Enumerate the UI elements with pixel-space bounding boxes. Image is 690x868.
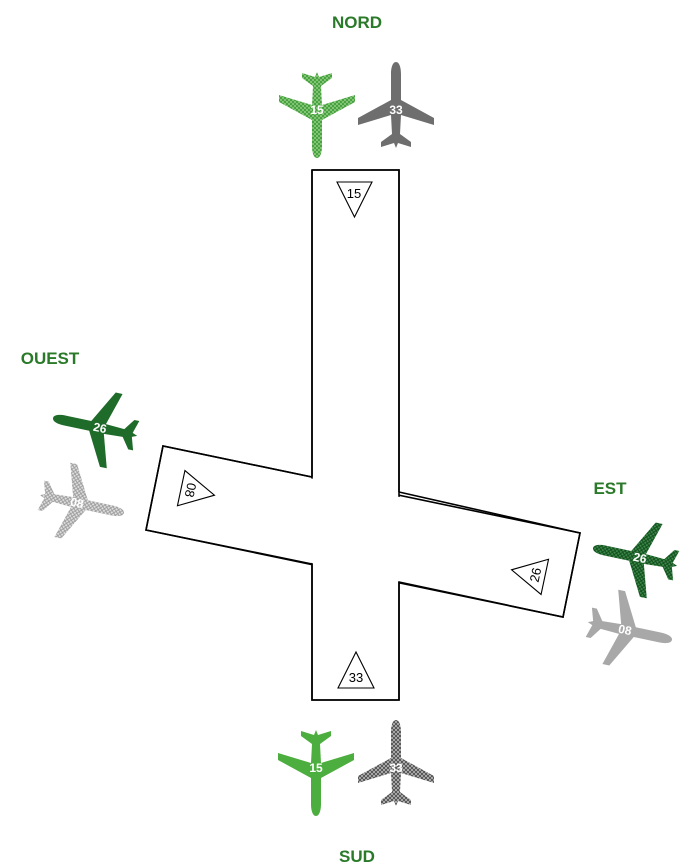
- svg-text:33: 33: [389, 103, 403, 117]
- airplane-icon: 33: [358, 62, 434, 148]
- svg-text:08: 08: [617, 622, 633, 639]
- svg-text:26: 26: [632, 550, 648, 567]
- marking-08: 08: [176, 469, 216, 507]
- label-east: EST: [593, 479, 627, 498]
- svg-text:33: 33: [389, 761, 403, 775]
- airplane-icon: 26: [45, 380, 146, 474]
- label-south: SUD: [339, 847, 375, 866]
- marking-33: 33: [337, 650, 375, 689]
- svg-text:08: 08: [69, 495, 85, 512]
- label-north: NORD: [332, 13, 382, 32]
- svg-text:15: 15: [347, 186, 361, 201]
- airplane-icon: 08: [31, 457, 132, 551]
- svg-text:26: 26: [527, 566, 545, 583]
- airplane-icon: 08: [579, 584, 680, 678]
- airplane-icon: 15: [278, 730, 354, 816]
- marking-26: 26: [510, 558, 550, 596]
- svg-text:26: 26: [92, 420, 108, 437]
- airplane-icon: 15: [279, 72, 355, 158]
- svg-text:33: 33: [349, 670, 363, 685]
- svg-text:15: 15: [310, 103, 324, 117]
- svg-text:08: 08: [182, 481, 200, 498]
- svg-text:15: 15: [309, 761, 323, 775]
- label-west: OUEST: [21, 349, 80, 368]
- airplane-icon: 26: [585, 510, 686, 604]
- runway-cross: [145, 169, 581, 701]
- marking-15: 15: [336, 181, 373, 219]
- airplane-icon: 33: [358, 720, 434, 806]
